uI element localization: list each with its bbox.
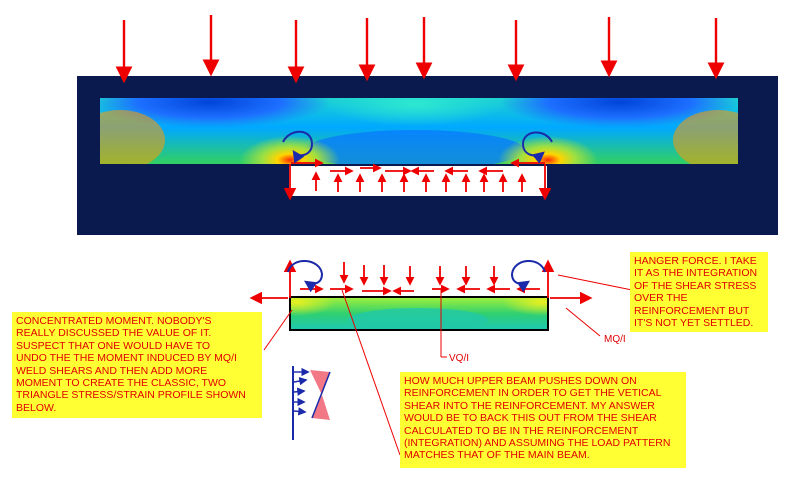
stress-strain-profile <box>292 366 331 440</box>
moment-curls-bottom <box>287 260 546 293</box>
note-hanger-force: HANGER FORCE. I TAKE IT AS THE INTEGRATI… <box>630 252 768 332</box>
main-beam-contour <box>100 98 738 164</box>
load-arrows-top <box>115 15 725 84</box>
moment-curls-top <box>282 130 553 164</box>
note-upper-beam: HOW MUCH UPPER BEAM PUSHES DOWN ON REINF… <box>400 372 686 468</box>
reinforcement-free-body <box>291 298 547 329</box>
strip-arrows-bottom <box>249 259 593 305</box>
vq-i-label: VQ/I <box>449 353 469 364</box>
mq-i-label: MQ/I <box>604 334 626 345</box>
note-concentrated-moment: CONCENTRATED MOMENT. NOBODY'S REALLY DIS… <box>12 312 262 418</box>
leader-lines <box>263 274 633 456</box>
